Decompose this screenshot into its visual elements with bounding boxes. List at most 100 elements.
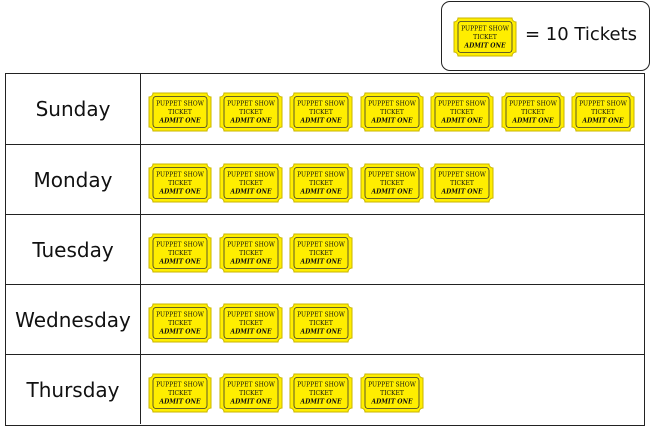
ticket-text-line1: PUPPET SHOW xyxy=(297,312,346,319)
ticket-text-line1: PUPPET SHOW xyxy=(227,101,276,108)
ticket-text-line2: TICKET xyxy=(380,180,404,187)
ticket-text-line3: ADMIT ONE xyxy=(158,189,201,196)
ticket-text-line3: ADMIT ONE xyxy=(299,118,342,125)
ticket-text-line3: ADMIT ONE xyxy=(511,118,554,125)
ticket-text-line1: PUPPET SHOW xyxy=(227,382,276,389)
ticket-text-line3: ADMIT ONE xyxy=(229,399,272,406)
ticket-text-line3: ADMIT ONE xyxy=(299,329,342,336)
ticket-text-line3: ADMIT ONE xyxy=(229,118,272,125)
ticket-text-line2: TICKET xyxy=(239,180,263,187)
ticket-text-line3: ADMIT ONE xyxy=(581,118,624,125)
ticket-text-line1: PUPPET SHOW xyxy=(156,172,205,179)
ticket-text-line1: PUPPET SHOW xyxy=(438,172,487,179)
ticket-text-line3: ADMIT ONE xyxy=(370,399,413,406)
ticket-text-line1: PUPPET SHOW xyxy=(579,101,628,108)
ticket-text-line3: ADMIT ONE xyxy=(463,43,506,50)
ticket-text-line2: TICKET xyxy=(450,109,474,116)
ticket-text-line2: TICKET xyxy=(521,109,545,116)
day-label: Thursday xyxy=(6,355,141,424)
ticket-text-line2: TICKET xyxy=(309,250,333,257)
ticket-text-line2: TICKET xyxy=(168,109,192,116)
ticket-text-line2: TICKET xyxy=(309,180,333,187)
ticket-text-line1: PUPPET SHOW xyxy=(509,101,558,108)
ticket-text-line3: ADMIT ONE xyxy=(299,259,342,266)
ticket-text-line3: ADMIT ONE xyxy=(299,189,342,196)
ticket-text-line3: ADMIT ONE xyxy=(158,329,201,336)
ticket-text-line1: PUPPET SHOW xyxy=(227,312,276,319)
ticket-text-line1: PUPPET SHOW xyxy=(297,242,346,249)
ticket-text-line2: TICKET xyxy=(168,250,192,257)
ticket-text-line1: PUPPET SHOW xyxy=(297,101,346,108)
ticket-text-line1: PUPPET SHOW xyxy=(156,382,205,389)
ticket-text-line2: TICKET xyxy=(473,34,497,41)
ticket-text-line2: TICKET xyxy=(380,109,404,116)
ticket-text-line3: ADMIT ONE xyxy=(299,399,342,406)
ticket-text-line2: TICKET xyxy=(239,390,263,397)
ticket-text-line1: PUPPET SHOW xyxy=(368,101,417,108)
ticket-text-line1: PUPPET SHOW xyxy=(297,172,346,179)
ticket-text-line3: ADMIT ONE xyxy=(440,189,483,196)
day-label: Tuesday xyxy=(6,215,141,284)
ticket-text-line2: TICKET xyxy=(239,250,263,257)
ticket-text-line2: TICKET xyxy=(309,320,333,327)
ticket-text-line2: TICKET xyxy=(168,180,192,187)
ticket-text-line1: PUPPET SHOW xyxy=(368,382,417,389)
ticket-text-line2: TICKET xyxy=(591,109,615,116)
ticket-text-line2: TICKET xyxy=(239,320,263,327)
ticket-text-line3: ADMIT ONE xyxy=(158,399,201,406)
key-label: = 10 Tickets xyxy=(525,24,638,45)
ticket-text-line3: ADMIT ONE xyxy=(229,329,272,336)
ticket-text-line1: PUPPET SHOW xyxy=(227,242,276,249)
day-label: Sunday xyxy=(6,74,141,144)
ticket-text-line3: ADMIT ONE xyxy=(158,118,201,125)
day-label: Monday xyxy=(6,145,141,214)
ticket-text-line2: TICKET xyxy=(168,390,192,397)
ticket-text-line3: ADMIT ONE xyxy=(229,189,272,196)
ticket-text-line1: PUPPET SHOW xyxy=(227,172,276,179)
ticket-text-line3: ADMIT ONE xyxy=(229,259,272,266)
ticket-text-line2: TICKET xyxy=(168,320,192,327)
ticket-text-line2: TICKET xyxy=(380,390,404,397)
ticket-text-line2: TICKET xyxy=(239,109,263,116)
ticket-text-line1: PUPPET SHOW xyxy=(438,101,487,108)
ticket-text-line1: PUPPET SHOW xyxy=(156,312,205,319)
ticket-text-line3: ADMIT ONE xyxy=(440,118,483,125)
ticket-text-line1: PUPPET SHOW xyxy=(368,172,417,179)
ticket-text-line2: TICKET xyxy=(309,390,333,397)
day-label: Wednesday xyxy=(6,285,141,354)
ticket-text-line1: PUPPET SHOW xyxy=(156,242,205,249)
ticket-text-line2: TICKET xyxy=(450,180,474,187)
ticket-text-line1: PUPPET SHOW xyxy=(297,382,346,389)
ticket-text-line1: PUPPET SHOW xyxy=(461,26,510,33)
ticket-text-line1: PUPPET SHOW xyxy=(156,101,205,108)
